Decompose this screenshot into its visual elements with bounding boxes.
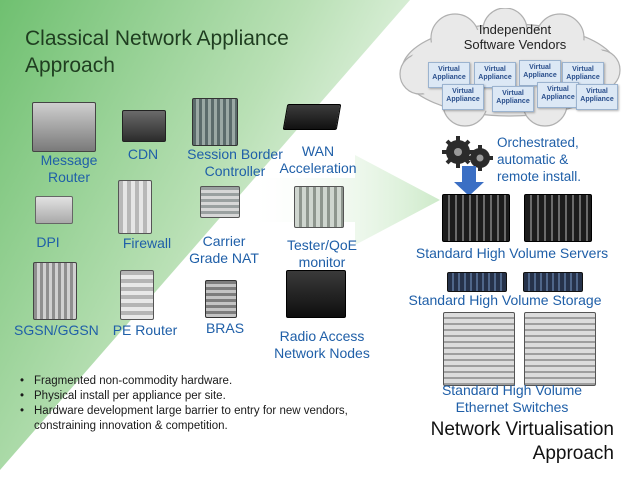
device-label-firewall: Firewall — [122, 235, 172, 251]
bullet-item: Hardware development large barrier to en… — [18, 404, 378, 434]
storage-label: Standard High Volume Storage — [408, 292, 602, 308]
device-label-dpi: DPI — [36, 234, 60, 250]
wan-acceleration-image — [282, 104, 342, 130]
session-border-controller-image — [192, 98, 238, 146]
bras-image — [205, 280, 237, 318]
firewall-image — [118, 180, 152, 234]
transition-arrow — [255, 155, 440, 245]
device-label-bras: BRAS — [205, 320, 245, 336]
bullet-item: Fragmented non-commodity hardware. — [18, 374, 378, 389]
dpi-image — [35, 196, 73, 224]
device-label-cdn: CDN — [127, 146, 159, 162]
server-rack-image — [524, 194, 592, 242]
servers-label: Standard High Volume Servers — [415, 245, 609, 261]
install-down-arrow — [454, 166, 484, 196]
classical-drawbacks-list: Fragmented non-commodity hardware. Physi… — [18, 374, 378, 434]
cdn-image — [122, 110, 166, 142]
storage-unit-image — [447, 272, 507, 292]
bullet-item: Physical install per appliance per site. — [18, 389, 378, 404]
sgsn-ggsn-image — [33, 262, 77, 320]
tester-qoe-monitor-image — [294, 186, 344, 228]
ethernet-switch-image — [524, 312, 596, 386]
message-router-image — [32, 102, 96, 152]
radio-access-network-nodes-image — [286, 270, 346, 318]
orchestration-note: Orchestrated,automatic &remote install. — [497, 135, 582, 184]
carrier-grade-nat-image — [200, 186, 240, 218]
gears-icon — [442, 136, 493, 196]
device-label-pe-router: PE Router — [112, 322, 178, 338]
pe-router-image — [120, 270, 154, 320]
device-label-sgsn-ggsn: SGSN/GGSN — [14, 322, 99, 338]
ethernet-switch-image — [443, 312, 515, 386]
classical-approach-title: Classical Network Appliance Approach — [25, 27, 289, 77]
server-rack-image — [442, 194, 510, 242]
storage-unit-image — [523, 272, 583, 292]
